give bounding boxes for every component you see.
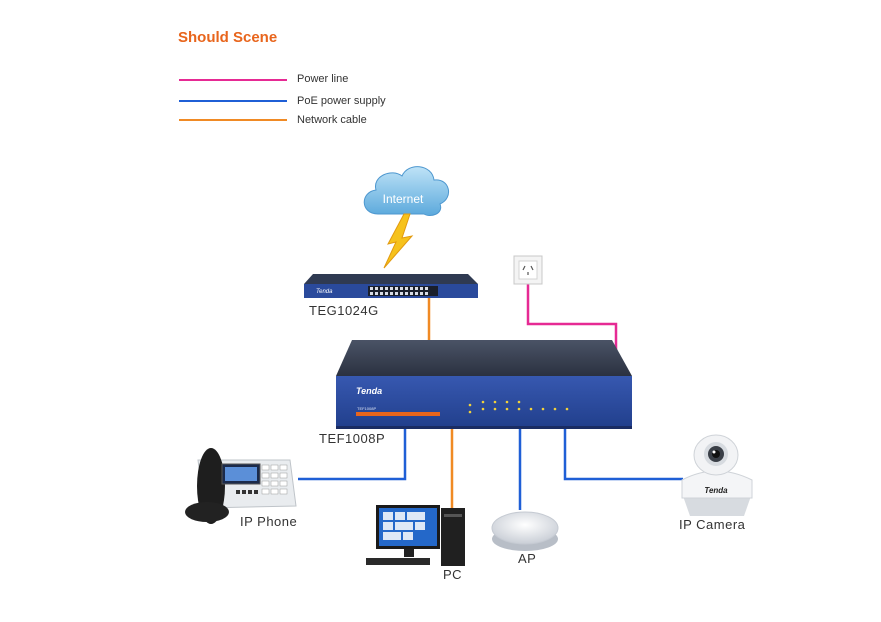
internet-cloud: Internet bbox=[363, 166, 449, 217]
poe-switch: Tenda TEF1008P bbox=[336, 340, 632, 429]
legend-network-cable-swatch bbox=[179, 119, 287, 121]
ap-icon bbox=[491, 511, 559, 551]
cloud-label: Internet bbox=[383, 192, 424, 206]
phone-poe-cable bbox=[298, 428, 407, 481]
pc-label: PC bbox=[443, 567, 463, 582]
core-switch-brand: Tenda bbox=[316, 289, 333, 295]
ap-label: AP bbox=[518, 551, 537, 566]
lightning-bolt-icon bbox=[383, 213, 414, 269]
legend-network-cable-label: Network cable bbox=[297, 114, 367, 126]
pc-icon bbox=[366, 505, 465, 566]
legend-power-line-label: Power line bbox=[297, 73, 349, 85]
ip-camera-label: IP Camera bbox=[679, 517, 746, 532]
camera-brand: Tenda bbox=[704, 486, 728, 495]
poe-switch-label: TEF1008P bbox=[319, 431, 386, 446]
connections bbox=[298, 284, 683, 510]
poe-switch-brand: Tenda bbox=[356, 386, 382, 396]
ip-camera-icon: Tenda bbox=[681, 434, 753, 516]
legend-poe-label: PoE power supply bbox=[297, 95, 386, 107]
wall-outlet-icon bbox=[513, 255, 543, 285]
legend-power-line-swatch bbox=[179, 79, 287, 81]
core-switch: Tenda bbox=[304, 274, 478, 298]
core-switch-label: TEG1024G bbox=[309, 303, 379, 318]
ip-phone-icon bbox=[185, 448, 297, 524]
camera-poe-cable bbox=[563, 428, 683, 481]
page-title: Should Scene bbox=[178, 29, 278, 46]
ip-phone-label: IP Phone bbox=[240, 514, 298, 529]
poe-switch-model-small: TEF1008P bbox=[357, 406, 376, 411]
cloud-icon bbox=[363, 166, 449, 217]
power-line-cable bbox=[526, 284, 618, 362]
legend-poe-swatch bbox=[179, 100, 287, 102]
